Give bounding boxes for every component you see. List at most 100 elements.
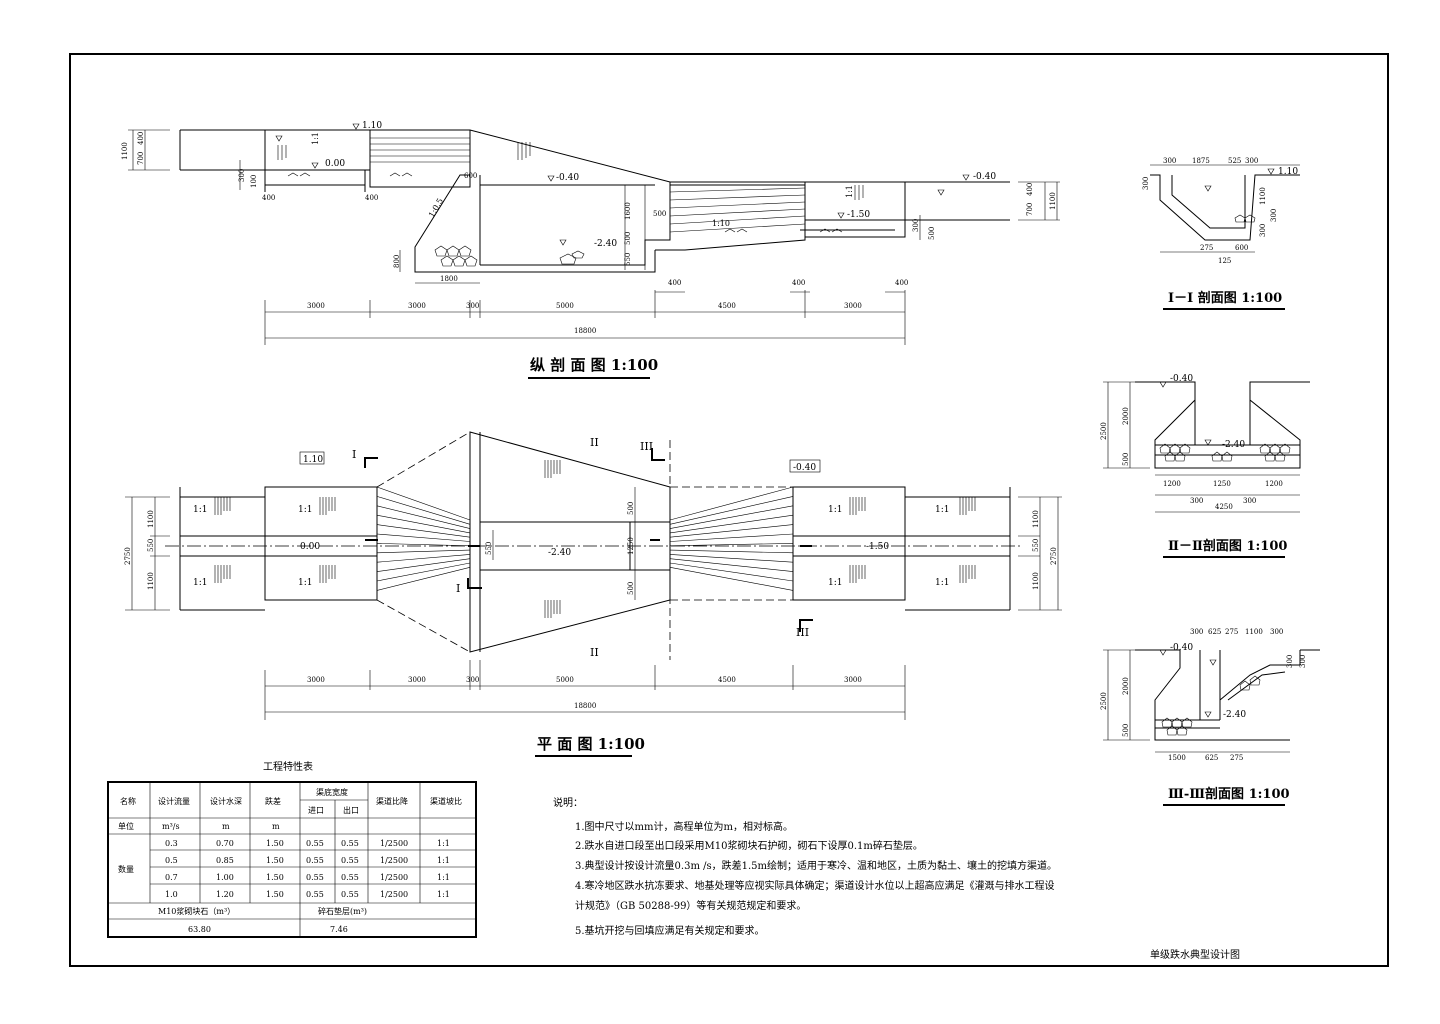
svg-text:400: 400 xyxy=(262,194,275,202)
svg-text:525: 525 xyxy=(1228,157,1241,165)
svg-text:1:1: 1:1 xyxy=(298,505,312,515)
table-cell: 1/2500 xyxy=(380,839,408,848)
stone-symbol xyxy=(1164,451,1176,462)
table-title: 工程特性表 xyxy=(263,760,313,773)
stone-symbol xyxy=(1176,725,1188,736)
svg-text:-0.40: -0.40 xyxy=(793,463,816,473)
stone-symbol xyxy=(1279,443,1291,454)
svg-text:600: 600 xyxy=(1235,244,1248,252)
svg-text:3000: 3000 xyxy=(408,676,426,684)
stone-symbol xyxy=(1211,451,1223,462)
fan-line xyxy=(669,514,794,534)
fan-line xyxy=(669,505,794,529)
svg-text:-0.40: -0.40 xyxy=(556,173,579,183)
fan-line xyxy=(376,554,471,563)
svg-text:1100: 1100 xyxy=(147,572,155,590)
svg-text:1:0.5: 1:0.5 xyxy=(427,197,445,219)
svg-text:跌差: 跌差 xyxy=(265,796,281,806)
note-5: 计规范》（GB 50288-99）等有关规范规定和要求。 xyxy=(575,899,806,912)
svg-text:1500: 1500 xyxy=(1168,754,1186,762)
svg-text:1.10: 1.10 xyxy=(303,455,323,465)
svg-text:1.10: 1.10 xyxy=(1278,167,1298,177)
table-cell: 0.55 xyxy=(306,890,324,899)
svg-text:2500: 2500 xyxy=(1100,422,1108,440)
svg-text:18800: 18800 xyxy=(574,702,596,710)
svg-text:-2.40: -2.40 xyxy=(548,548,571,558)
svg-text:3000: 3000 xyxy=(307,302,325,310)
table-cell: 1:1 xyxy=(437,839,450,848)
table-cell: 0.55 xyxy=(341,890,359,899)
svg-text:1250: 1250 xyxy=(627,537,635,555)
svg-text:125: 125 xyxy=(1218,257,1231,265)
svg-text:2000: 2000 xyxy=(1122,677,1130,695)
svg-text:设计流量: 设计流量 xyxy=(158,796,190,806)
svg-text:300: 300 xyxy=(1163,157,1176,165)
table-units: 单位 m³/s m m xyxy=(118,821,280,831)
svg-text:550: 550 xyxy=(485,542,493,555)
svg-text:1200: 1200 xyxy=(1163,480,1181,488)
svg-text:700: 700 xyxy=(137,152,145,165)
section2-dims-bottom: 1200 1250 1200 300 300 4250 xyxy=(1163,480,1283,511)
longitudinal-elevations: 1.10 0.00 -0.40 -0.40 -1.50 -2.40 xyxy=(325,121,996,249)
svg-text:3000: 3000 xyxy=(844,302,862,310)
table-cell: 1.50 xyxy=(266,839,284,848)
svg-text:1100: 1100 xyxy=(1032,510,1040,528)
svg-text:300: 300 xyxy=(238,169,246,182)
svg-text:400: 400 xyxy=(1026,183,1034,196)
svg-text:550: 550 xyxy=(1032,539,1040,552)
svg-text:1.10: 1.10 xyxy=(362,121,382,131)
svg-text:1:1: 1:1 xyxy=(298,578,312,588)
svg-text:400: 400 xyxy=(137,132,145,145)
svg-text:5000: 5000 xyxy=(556,676,574,684)
svg-text:300: 300 xyxy=(1190,628,1203,636)
svg-text:-1.50: -1.50 xyxy=(866,542,889,552)
stone-symbol xyxy=(1269,443,1281,454)
plan-dims-center: 500 1250 500 550 xyxy=(485,502,635,595)
svg-text:300: 300 xyxy=(1286,655,1294,668)
table-cell: 0.55 xyxy=(306,856,324,865)
stone-symbol xyxy=(1249,675,1261,686)
stone-symbol xyxy=(1274,451,1286,462)
section-2: -0.40 -2.40 2500 2000 500 1200 1250 1200… xyxy=(1100,374,1310,558)
svg-text:2500: 2500 xyxy=(1100,692,1108,710)
stone-symbol xyxy=(1181,717,1193,728)
fan-line xyxy=(669,558,794,572)
svg-text:300: 300 xyxy=(1190,497,1203,505)
svg-text:-0.40: -0.40 xyxy=(1170,643,1193,653)
fan-line xyxy=(669,533,794,542)
table-cell: 0.3 xyxy=(165,839,178,848)
note-1: 1.图中尺寸以mm计，高程单位为m，相对标高。 xyxy=(575,820,793,833)
table-cell: 0.55 xyxy=(341,873,359,882)
svg-text:500: 500 xyxy=(653,210,666,218)
svg-text:300: 300 xyxy=(1142,177,1150,190)
svg-text:1:1: 1:1 xyxy=(311,132,320,145)
svg-text:400: 400 xyxy=(895,279,908,287)
table-group-label: 数量 xyxy=(118,864,134,874)
svg-text:1100: 1100 xyxy=(1245,628,1263,636)
longitudinal-slopes: 1:1 1:0.5 1:10 1:1 xyxy=(311,132,854,228)
fan-line xyxy=(669,562,794,582)
table-cell: 1/2500 xyxy=(380,856,408,865)
section1-dims-top: 300 1875 525 300 xyxy=(1163,157,1258,165)
fan-line xyxy=(376,514,471,534)
svg-text:1:1: 1:1 xyxy=(193,505,207,515)
svg-text:III: III xyxy=(640,440,653,453)
svg-text:III: III xyxy=(796,626,809,639)
fan-line xyxy=(376,533,471,542)
svg-text:4500: 4500 xyxy=(718,676,736,684)
longitudinal-dims-left: 1100 400 700 xyxy=(121,132,145,165)
svg-text:2000: 2000 xyxy=(1122,407,1130,425)
fan-line xyxy=(669,567,794,591)
svg-text:300: 300 xyxy=(1245,157,1258,165)
svg-text:3000: 3000 xyxy=(408,302,426,310)
section1-dims-side: 300 1100 300 300 xyxy=(1142,177,1278,237)
table-cell: 0.70 xyxy=(216,839,234,848)
svg-text:300: 300 xyxy=(1270,628,1283,636)
svg-text:3000: 3000 xyxy=(307,676,325,684)
svg-text:M10浆砌块石（m³）: M10浆砌块石（m³） xyxy=(158,906,235,916)
svg-text:1100: 1100 xyxy=(121,142,129,160)
svg-text:300: 300 xyxy=(912,219,920,232)
svg-text:-0.40: -0.40 xyxy=(973,172,996,182)
svg-text:-1.50: -1.50 xyxy=(847,210,870,220)
drawing-frame xyxy=(69,53,1389,967)
